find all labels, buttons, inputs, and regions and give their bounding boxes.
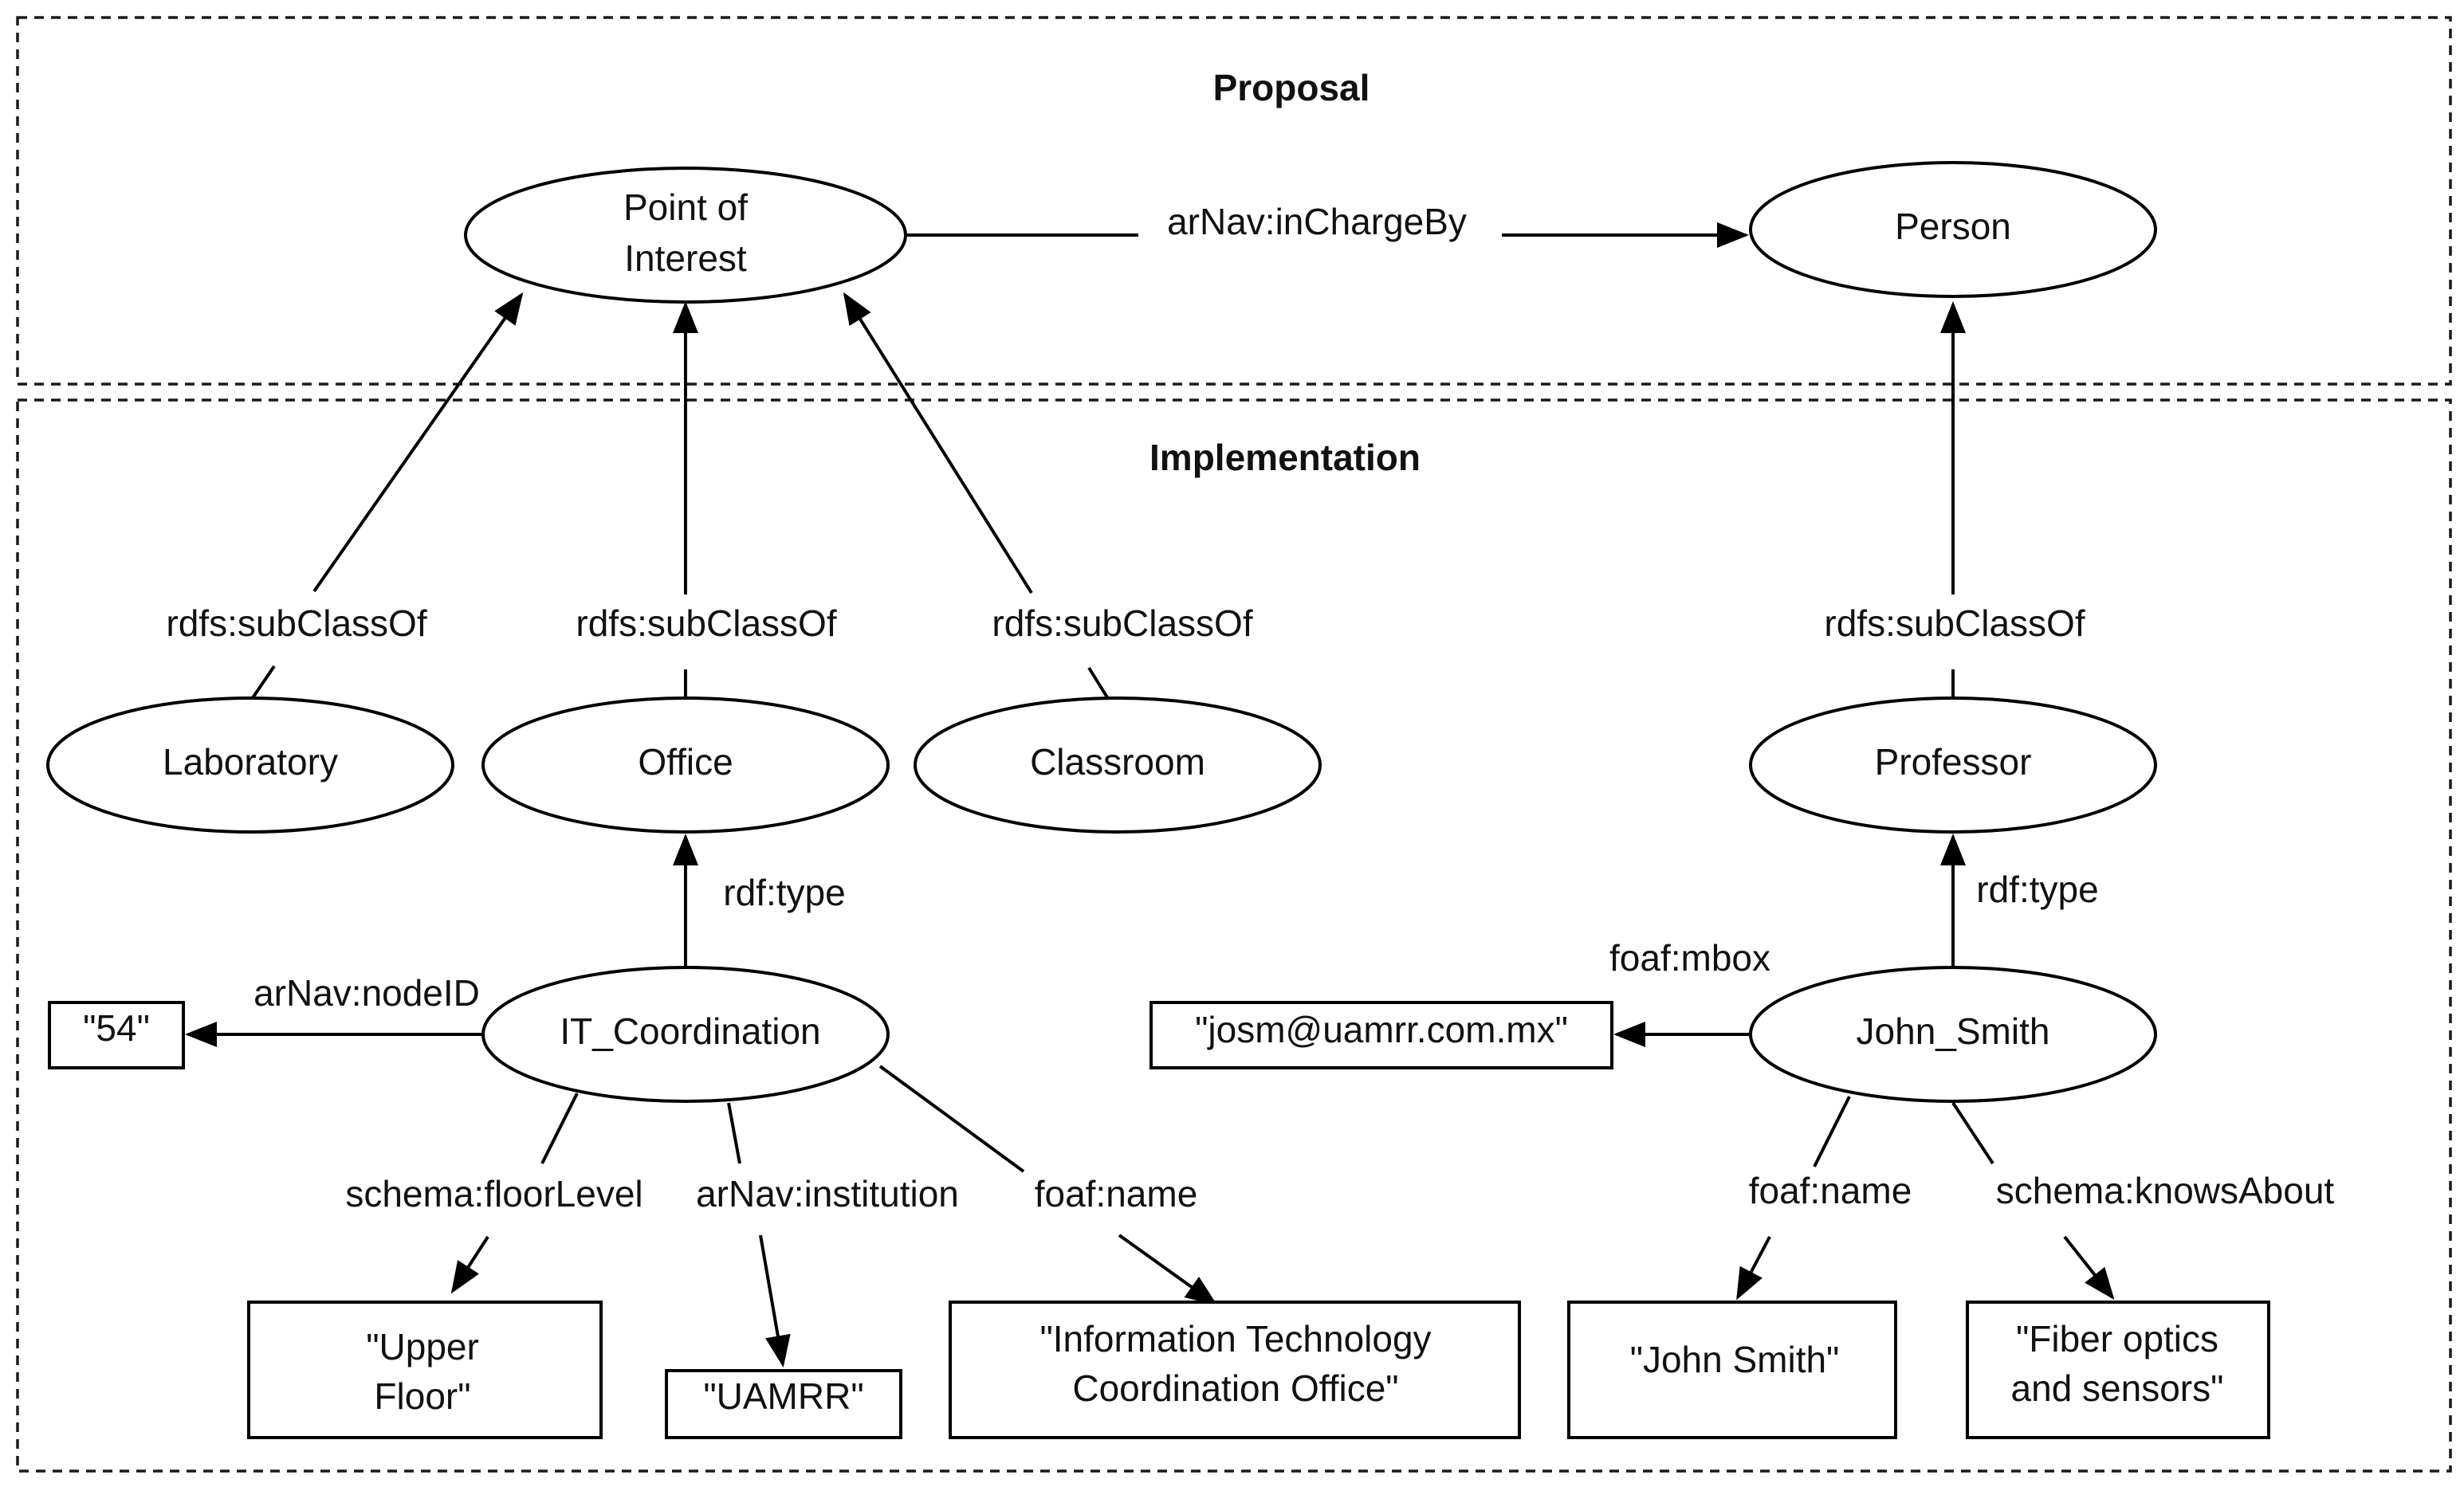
node-point-of-interest: Point of Interest: [464, 167, 907, 304]
literal-fiber-optics-line2: and sensors": [2011, 1367, 2224, 1409]
literal-fiber-optics-line1: "Fiber optics: [2016, 1318, 2218, 1359]
edge-label-institution: arNav:institution: [696, 1173, 959, 1214]
edge-label-node-id: arNav:nodeID: [253, 972, 480, 1014]
edge-it-name-upper: [878, 1065, 1025, 1173]
edge-lab-subclass-lower: [249, 665, 276, 703]
edge-label-mbox: foaf:mbox: [1609, 937, 1770, 979]
edge-label-floor-level: schema:floorLevel: [345, 1173, 643, 1214]
literal-uamrr: "UAMRR": [665, 1369, 902, 1439]
implementation-section: [16, 398, 2452, 1473]
node-john-smith: John_Smith: [1749, 966, 2157, 1103]
node-person: Person: [1749, 161, 2157, 298]
literal-node-id: "54": [48, 1001, 185, 1069]
literal-upper-floor: "Upper Floor": [247, 1301, 603, 1439]
node-classroom-label: Classroom: [1030, 741, 1205, 783]
literal-it-office-name-line1: "Information Technology: [1039, 1318, 1431, 1359]
edge-label-lab-subclass: rdfs:subClassOf: [166, 602, 426, 644]
edge-floor-level-upper: [540, 1093, 579, 1164]
literal-node-id-text: "54": [83, 1007, 150, 1049]
literal-it-office-name-line2: Coordination Office": [1072, 1367, 1398, 1409]
edge-label-classroom-subclass: rdfs:subClassOf: [992, 602, 1252, 644]
edge-john-name-upper: [1813, 1096, 1851, 1167]
literal-john-smith-name: "John Smith": [1567, 1301, 1897, 1439]
node-office: Office: [481, 696, 890, 834]
node-professor: Professor: [1749, 696, 2157, 834]
node-laboratory-label: Laboratory: [163, 741, 338, 783]
node-office-label: Office: [638, 741, 733, 783]
edge-label-it-type: rdf:type: [723, 872, 845, 913]
literal-upper-floor-line2: Floor": [374, 1375, 470, 1417]
edge-label-knows-about: schema:knowsAbout: [1996, 1170, 2335, 1211]
node-person-label: Person: [1895, 206, 2011, 247]
node-professor-label: Professor: [1875, 741, 2032, 783]
edge-lab-subclass-upper: [312, 292, 524, 593]
node-it-coordination: IT_Coordination: [481, 966, 890, 1103]
edge-classroom-subclass-upper: [843, 292, 1033, 594]
literal-mbox: "josm@uamrr.com.mx": [1149, 1001, 1613, 1069]
proposal-title: Proposal: [1213, 67, 1370, 108]
literal-fiber-optics: "Fiber optics and sensors": [1966, 1301, 2270, 1439]
node-laboratory: Laboratory: [46, 696, 454, 834]
edge-label-in-charge-by: arNav:inChargeBy: [1167, 201, 1467, 242]
edge-knows-about-lower: [2063, 1235, 2115, 1301]
edge-it-name-lower: [1118, 1234, 1218, 1306]
node-point-of-interest-line2: Interest: [624, 237, 747, 279]
edge-label-it-name: foaf:name: [1035, 1173, 1198, 1214]
proposal-section: [16, 16, 2452, 386]
node-it-coordination-label: IT_Coordination: [560, 1010, 820, 1052]
literal-mbox-text: "josm@uamrr.com.mx": [1195, 1009, 1568, 1050]
edge-classroom-subclass-lower: [1087, 666, 1111, 703]
literal-upper-floor-line1: "Upper: [366, 1326, 479, 1367]
literal-uamrr-text: "UAMRR": [703, 1375, 863, 1417]
literal-john-smith-name-text: "John Smith": [1630, 1339, 1840, 1380]
node-classroom: Classroom: [914, 696, 1322, 834]
edge-institution-lower: [759, 1234, 791, 1367]
edge-label-professor-subclass: rdfs:subClassOf: [1824, 602, 2085, 644]
edge-floor-level-lower: [450, 1235, 489, 1294]
literal-it-office-name: "Information Technology Coordination Off…: [949, 1301, 1521, 1439]
node-john-smith-label: John_Smith: [1857, 1010, 2050, 1052]
edge-john-name-lower: [1736, 1236, 1771, 1301]
edge-label-office-subclass: rdfs:subClassOf: [576, 602, 836, 644]
edge-label-john-type: rdf:type: [1976, 869, 2098, 910]
node-point-of-interest-line1: Point of: [623, 186, 748, 228]
edge-institution-upper: [727, 1102, 741, 1164]
edge-label-john-name: foaf:name: [1749, 1170, 1912, 1211]
implementation-title: Implementation: [1149, 437, 1421, 478]
edge-knows-about-upper: [1951, 1101, 1994, 1165]
